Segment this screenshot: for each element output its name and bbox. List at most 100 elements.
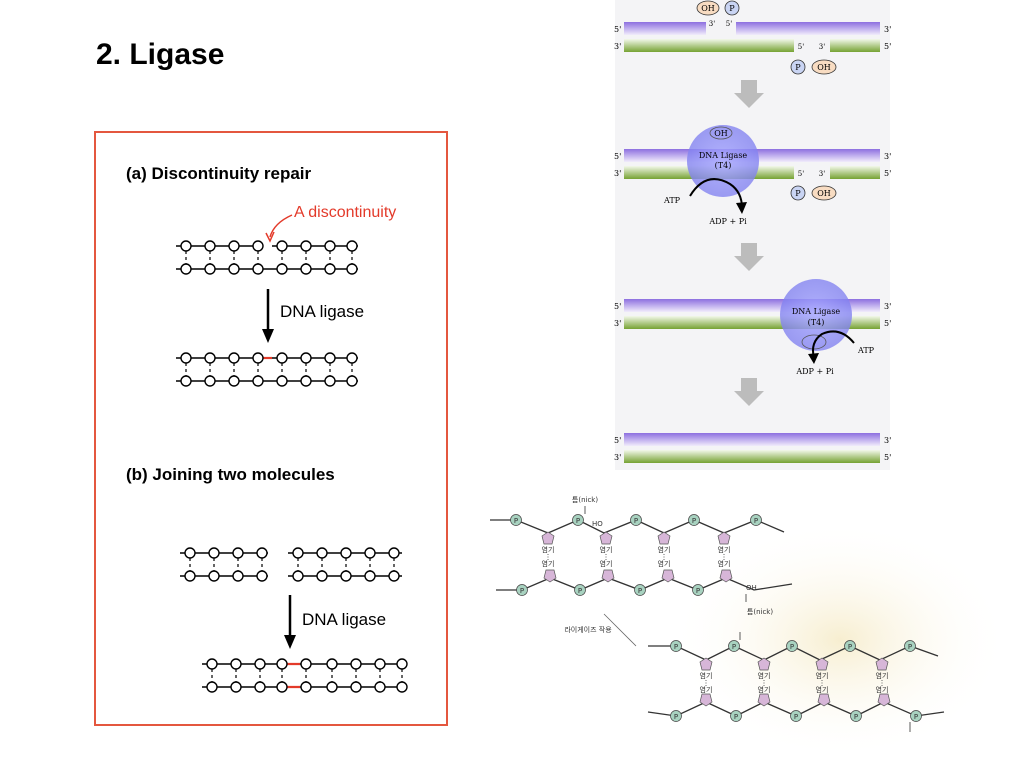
- base-label: 염기: [816, 671, 829, 680]
- nick-dna-nucleotide: [346, 263, 358, 275]
- phosphate-bead: [850, 710, 862, 722]
- molecule2-nucleotide: [340, 547, 352, 559]
- molecule1-nucleotide: [184, 570, 196, 582]
- sugar-pentagon: [661, 569, 675, 583]
- panel-b-label: (b) Joining two molecules: [126, 465, 335, 484]
- phosphate-bead: [910, 710, 922, 722]
- repaired-dna-nucleotide: [252, 352, 264, 364]
- repaired-dna-nucleotide: [228, 352, 240, 364]
- phosphate-bead-label: P: [674, 643, 678, 651]
- phosphate-bead: [516, 584, 528, 596]
- joined-dna-nucleotide: [276, 658, 288, 670]
- molecule1-nucleotide: [232, 570, 244, 582]
- phosphate-bead-label: P: [790, 643, 794, 651]
- strand-5prime-label: 5': [884, 319, 891, 328]
- molecule2-nucleotide: [292, 547, 304, 559]
- joined-dna-nucleotide: [350, 658, 362, 670]
- phosphate-bead: [630, 514, 642, 526]
- molecule1-nucleotide: [232, 547, 244, 559]
- nick-dna-nucleotide: [252, 240, 264, 252]
- atp-label: ATP: [663, 196, 681, 205]
- molecule2-nucleotide: [364, 547, 376, 559]
- joined-dna-nucleotide: [254, 658, 266, 670]
- strand-5prime-label: 5': [614, 25, 621, 34]
- joined-dna-nucleotide: [230, 681, 242, 693]
- base-label: 염기: [542, 545, 555, 554]
- joined-dna-nucleotide: [300, 658, 312, 670]
- strand-3prime-label: 3': [614, 169, 621, 178]
- strand-5prime-label: 5': [614, 436, 621, 445]
- molecule1-nucleotide: [208, 547, 220, 559]
- base-label: 염기: [658, 545, 671, 554]
- phosphate-bead: [692, 584, 704, 596]
- strand-5prime-label: 5': [884, 42, 891, 51]
- ligase-enzyme-label: DNA Ligase: [699, 151, 748, 160]
- repaired-dna-nucleotide: [324, 375, 336, 387]
- nick-dna-nucleotide: [324, 263, 336, 275]
- base-label: 염기: [700, 685, 713, 694]
- phosphate-bead: [730, 710, 742, 722]
- discontinuity-pointer-head: [265, 231, 275, 243]
- base-label: 염기: [600, 559, 613, 568]
- phosphate-bead-label: P: [520, 587, 524, 595]
- strand-5prime-label: 5': [614, 152, 621, 161]
- phosphate-bead: [688, 514, 700, 526]
- joined-dna-nucleotide: [326, 681, 338, 693]
- ligase-label-b: DNA ligase: [302, 610, 386, 629]
- sugar-pentagon: [543, 569, 557, 583]
- joined-dna-nucleotide: [254, 681, 266, 693]
- sugar-pentagon: [875, 657, 889, 671]
- phosphate-bead: [572, 514, 584, 526]
- sugar-pentagon: [699, 693, 713, 707]
- repaired-dna-nucleotide: [204, 375, 216, 387]
- base-label: 염기: [700, 671, 713, 680]
- joined-dna-nucleotide: [206, 658, 218, 670]
- base-label: 염기: [542, 559, 555, 568]
- molecule2-nucleotide: [388, 547, 400, 559]
- base-label: 염기: [658, 559, 671, 568]
- three-prime-end: 3': [819, 170, 825, 178]
- ligase-label-a: DNA ligase: [280, 302, 364, 321]
- phosphate-bead-label: P: [754, 517, 758, 525]
- adp-label: ADP + Pi: [795, 367, 834, 376]
- ligase-enzyme-sub: (T4): [715, 161, 732, 170]
- repaired-dna-nucleotide: [180, 375, 192, 387]
- phosphate-bead: [670, 710, 682, 722]
- oh-group: OH: [817, 189, 831, 198]
- nick-dna-nucleotide: [180, 263, 192, 275]
- joined-dna-nucleotide: [300, 681, 312, 693]
- phosphate-bead-label: P: [634, 517, 638, 525]
- phosphate-bead: [844, 640, 856, 652]
- phosphate-bead-label: P: [514, 517, 518, 525]
- joined-dna-nucleotide: [230, 658, 242, 670]
- molecule1-nucleotide: [184, 547, 196, 559]
- phosphate-bead-label: P: [578, 587, 582, 595]
- discontinuity-annotation: A discontinuity: [294, 204, 396, 221]
- sugar-pentagon: [877, 693, 891, 707]
- phosphate-bead-label: P: [576, 517, 580, 525]
- molecule1-nucleotide: [256, 570, 268, 582]
- ho-label: HO: [592, 520, 603, 528]
- nick-label-bottom: 틈(nick): [747, 608, 773, 616]
- strand-3prime-label: 3': [614, 42, 621, 51]
- phosphate-bead-label: P: [914, 713, 918, 721]
- nick-dna-nucleotide: [204, 263, 216, 275]
- nick-dna-nucleotide: [324, 240, 336, 252]
- ligase-enzyme-2: [780, 279, 852, 351]
- repaired-dna-nucleotide: [324, 352, 336, 364]
- stage-4-sealed-dna: [624, 433, 880, 463]
- ligase-enzyme-1: [687, 125, 759, 197]
- ligase-enzyme-sub: (T4): [808, 318, 825, 327]
- oh-label: OH: [746, 584, 757, 592]
- sugar-pentagon: [541, 531, 555, 545]
- joined-dna-nucleotide: [326, 658, 338, 670]
- oh-group: OH: [714, 129, 728, 138]
- phosphate-bead-label: P: [908, 643, 912, 651]
- sugar-pentagon: [599, 531, 613, 545]
- repaired-dna-nucleotide: [300, 352, 312, 364]
- phosphate-bead-label: P: [638, 587, 642, 595]
- joined-dna-nucleotide: [396, 681, 408, 693]
- phosphate-bead: [790, 710, 802, 722]
- nick-dna-nucleotide: [300, 263, 312, 275]
- three-prime-end: 3': [709, 20, 715, 28]
